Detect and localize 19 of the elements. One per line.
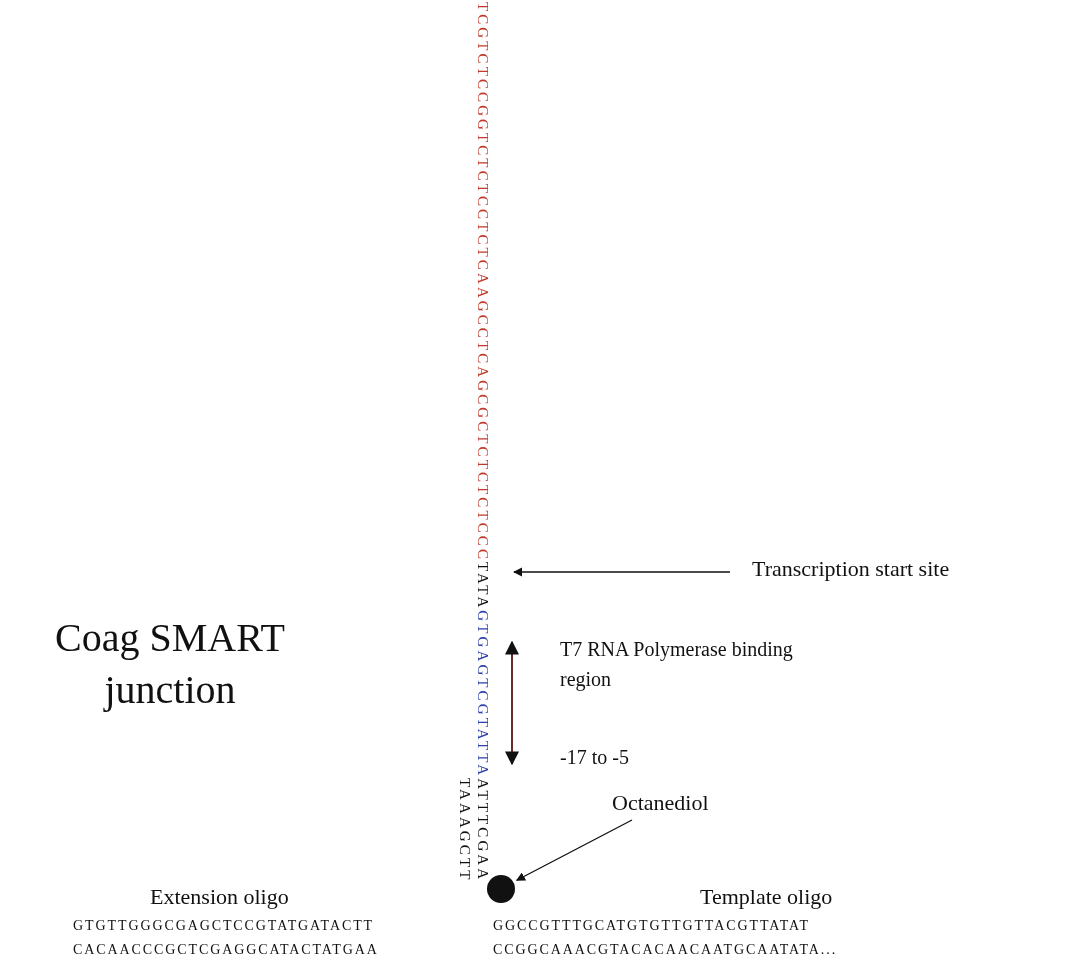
sequence-text: ATTTCGAA (475, 778, 491, 883)
pointer-arrow (513, 567, 731, 577)
sequence-text: GTGTTGGGCGAGCTCCGTATGATACTT (73, 918, 375, 934)
sequence-text: CCGGCAAACGTACACAACAATGCAATATA... (493, 942, 838, 958)
strand-label: Extension oligo (150, 884, 289, 910)
sequence-text: GTGAGTCGTATTA (475, 610, 491, 779)
sequence-text: TCGTCTCCGGTCTCTCCTCTCAAGCCTCAGCGCTCTCTCTCCC (475, 2, 491, 562)
sequence-text: TATA (475, 562, 491, 611)
leader-arrow (515, 819, 633, 881)
dot-marker (487, 875, 515, 903)
title: Coag SMART junction (54, 614, 286, 714)
sequence-text: GGCCGTTTGCATGTGTTGTTACGTTATAT (493, 918, 810, 934)
callout-text: Octanediol (612, 790, 709, 816)
sequence-text: CACAACCCGCTCGAGGCATACTATGAA (73, 942, 379, 958)
callout-text: Transcription start site (752, 556, 950, 582)
region-label: T7 RNA Polymerase binding region (560, 637, 794, 693)
sequence-text: TAAAGCTT (456, 777, 474, 883)
range-label: -17 to -5 (560, 746, 629, 769)
strand-label: Template oligo (700, 884, 833, 910)
